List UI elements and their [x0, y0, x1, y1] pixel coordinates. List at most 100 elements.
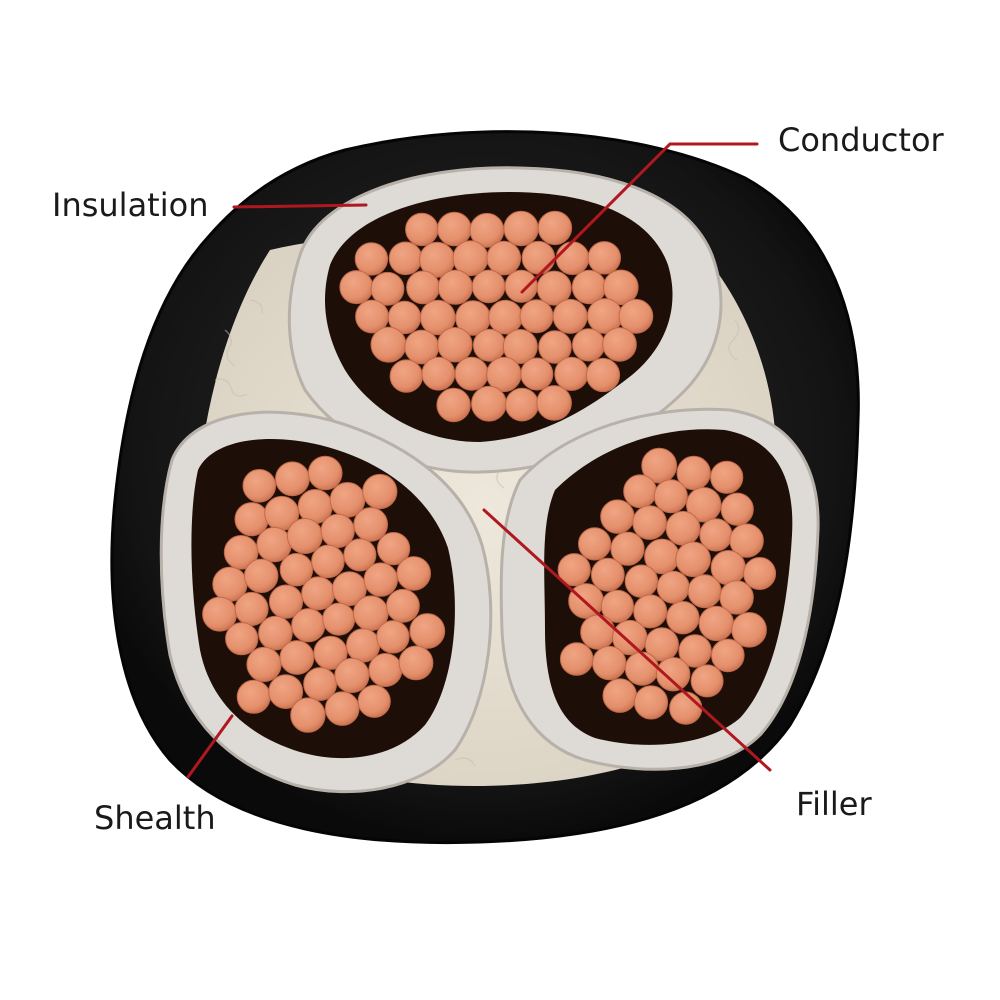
copper-strand — [632, 505, 667, 540]
copper-strand — [258, 615, 293, 651]
copper-strand — [437, 211, 472, 247]
copper-strand — [623, 474, 657, 509]
copper-strand — [334, 657, 370, 694]
top-conductor-strands — [339, 210, 654, 423]
copper-strand — [370, 271, 405, 306]
copper-strand — [246, 646, 282, 683]
copper-strand — [377, 532, 411, 566]
copper-strand — [537, 210, 573, 246]
copper-strand — [368, 653, 403, 687]
copper-strand — [311, 544, 345, 579]
insulation-leader-line — [232, 203, 368, 209]
copper-strand — [590, 557, 625, 592]
copper-strand — [353, 507, 389, 542]
copper-strand — [357, 684, 391, 718]
copper-strand — [686, 487, 722, 523]
copper-strand — [729, 523, 764, 558]
copper-strand — [437, 269, 473, 305]
copper-strand — [502, 329, 538, 364]
copper-strand — [600, 499, 635, 534]
filler-label: Filler — [796, 785, 872, 823]
copper-strand — [555, 241, 590, 276]
copper-strand — [386, 588, 420, 623]
copper-strand — [339, 270, 374, 305]
copper-strand — [743, 557, 777, 590]
copper-strand — [656, 657, 691, 692]
copper-strand — [585, 357, 621, 393]
copper-strand — [313, 635, 348, 670]
copper-strand — [486, 240, 522, 276]
copper-strand — [307, 455, 343, 491]
copper-strand — [279, 553, 314, 587]
copper-strand — [370, 326, 407, 363]
copper-strand — [363, 562, 398, 597]
copper-strand — [454, 356, 489, 391]
insulation-label: Insulation — [52, 186, 209, 224]
copper-strand — [286, 518, 323, 554]
copper-strand — [538, 330, 572, 364]
copper-strand — [572, 328, 606, 362]
copper-strand — [234, 591, 269, 626]
copper-strand — [602, 327, 637, 362]
copper-strand — [618, 298, 654, 334]
filler-leader-line — [482, 508, 772, 772]
copper-strand — [471, 385, 507, 422]
copper-strand — [720, 492, 754, 526]
copper-strand — [520, 357, 554, 391]
copper-strand — [666, 601, 700, 635]
copper-strand — [396, 556, 432, 591]
copper-strand — [409, 613, 446, 649]
copper-strand — [420, 299, 456, 336]
copper-strand — [521, 240, 556, 275]
copper-strand — [275, 461, 310, 497]
copper-strand — [578, 527, 612, 561]
copper-strand — [554, 356, 589, 391]
copper-strand — [710, 460, 744, 494]
copper-strand — [225, 622, 259, 656]
copper-strand — [536, 270, 572, 306]
copper-strand — [504, 269, 538, 303]
copper-strand — [343, 538, 377, 572]
copper-strand — [557, 553, 591, 587]
leader-lines — [186, 142, 772, 779]
copper-strand — [279, 640, 315, 675]
copper-strand — [268, 674, 304, 709]
copper-strand — [580, 614, 616, 650]
copper-strand — [600, 589, 635, 623]
copper-strand — [633, 685, 669, 720]
copper-strand — [624, 564, 659, 598]
copper-strand — [587, 241, 621, 275]
copper-strand — [669, 691, 703, 725]
copper-strand — [268, 584, 304, 619]
copper-strand — [291, 608, 326, 643]
copper-strand — [436, 387, 471, 423]
copper-strand — [656, 570, 690, 604]
copper-strand — [389, 359, 423, 393]
copper-strand — [678, 634, 712, 668]
left-conductor-strands — [202, 455, 446, 733]
copper-strand — [421, 356, 456, 391]
copper-strand — [503, 210, 539, 247]
right-conductor-strands — [557, 447, 777, 725]
copper-strand — [320, 513, 355, 549]
copper-strand — [690, 664, 724, 698]
shealth-leader-line — [186, 714, 234, 779]
copper-strand — [653, 479, 688, 514]
copper-strand — [602, 678, 638, 713]
copper-strand — [354, 242, 389, 276]
conductor-label: Conductor — [778, 121, 944, 159]
copper-strand — [687, 574, 722, 609]
copper-strand — [719, 580, 754, 615]
copper-strand — [406, 270, 440, 305]
copper-strand — [624, 651, 660, 686]
copper-strand — [592, 645, 627, 681]
copper-strand — [405, 212, 439, 247]
copper-strand — [675, 541, 711, 578]
copper-strand — [301, 576, 336, 611]
shealth-label: Shealth — [94, 799, 216, 837]
copper-strand — [362, 473, 398, 510]
copper-strand — [322, 602, 356, 636]
copper-strand — [610, 531, 645, 566]
copper-strand — [471, 269, 506, 304]
copper-strand — [472, 328, 506, 362]
